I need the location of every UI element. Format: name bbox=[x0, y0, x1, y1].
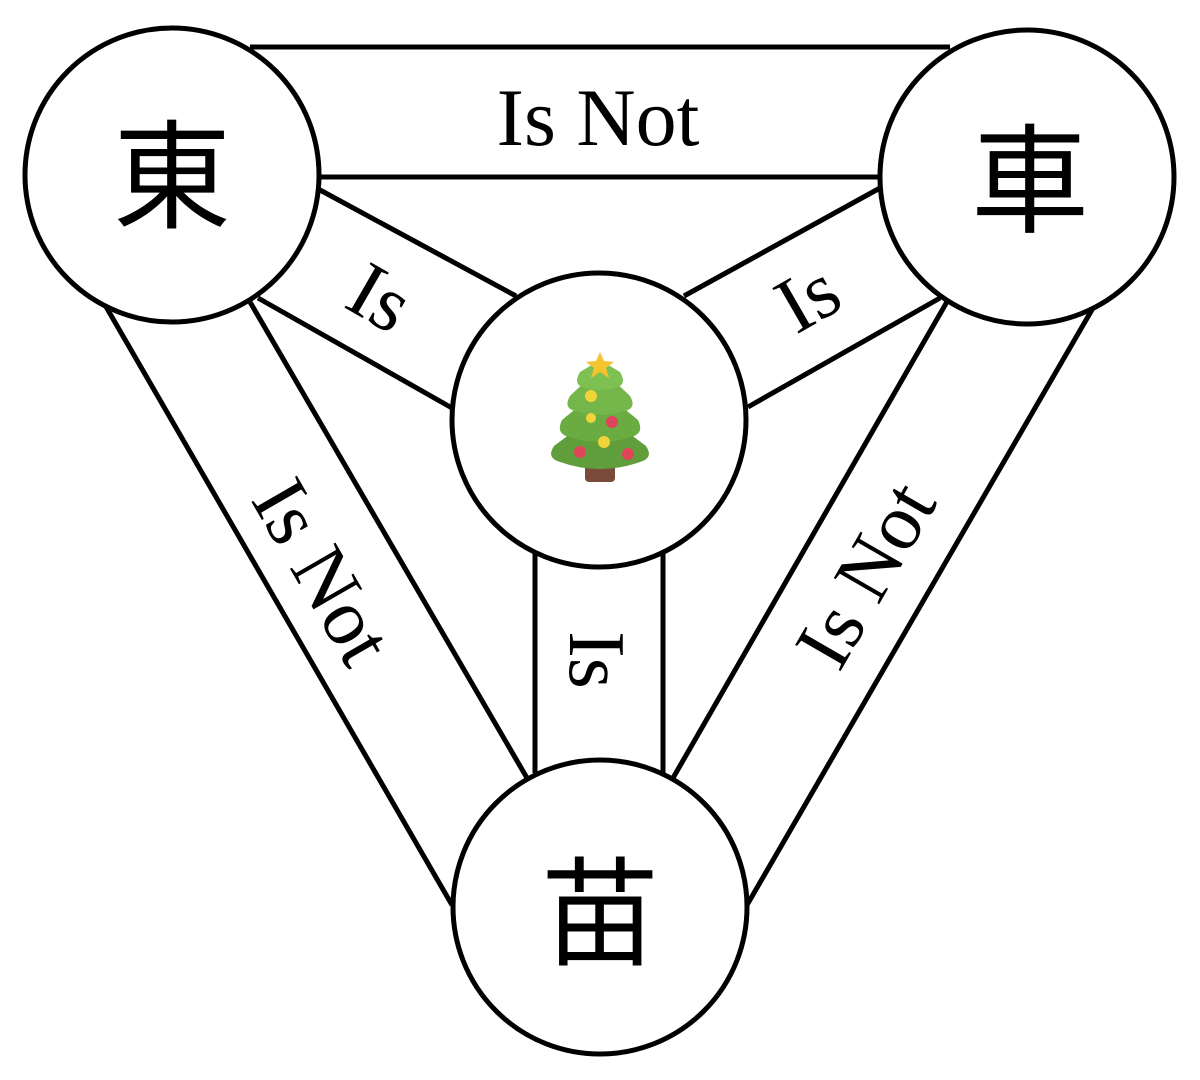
node-circle bbox=[877, 27, 1177, 327]
node-circle bbox=[450, 757, 750, 1057]
edge-label-top: Is Not bbox=[497, 72, 700, 163]
node-top-left: 東 bbox=[22, 25, 322, 325]
node-center bbox=[449, 270, 749, 570]
edge-line bbox=[318, 187, 518, 299]
edge-label-center: Is bbox=[552, 631, 640, 689]
node-label-sprout: 苗 bbox=[541, 846, 659, 984]
edge-label-right: Is Not bbox=[778, 467, 953, 682]
node-top-right: 車 bbox=[877, 27, 1177, 327]
edge-line bbox=[247, 300, 530, 780]
node-circle bbox=[22, 25, 322, 325]
christmas-tree-icon bbox=[551, 352, 649, 482]
edge-top-left-top-right: Is Not bbox=[250, 44, 950, 180]
edge-line bbox=[682, 185, 882, 299]
edge-line bbox=[256, 295, 454, 411]
edge-label-upper-left: Is bbox=[333, 245, 427, 350]
edge-line bbox=[744, 306, 1096, 907]
node-bottom: 苗 bbox=[450, 757, 750, 1057]
node-label-east: 東 bbox=[113, 109, 231, 247]
edge-center-bottom: Is bbox=[532, 550, 666, 773]
edge-line bbox=[670, 298, 951, 780]
edge-line bbox=[102, 303, 455, 907]
edge-label-upper-right: Is bbox=[761, 245, 855, 350]
edge-line bbox=[746, 295, 942, 410]
node-label-vehicle: 車 bbox=[971, 113, 1089, 251]
